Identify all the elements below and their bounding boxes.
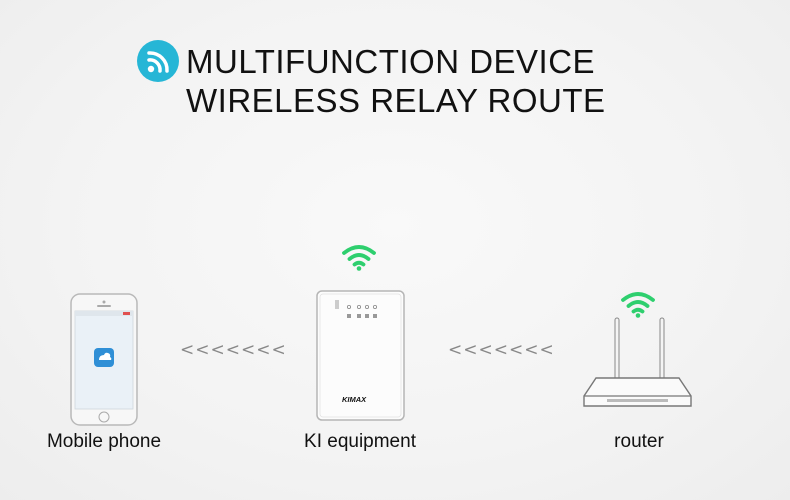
router-icon: [583, 317, 692, 407]
node-label-router: router: [614, 431, 664, 452]
title-line-1: MULTIFUNCTION DEVICE: [186, 43, 596, 80]
wifi-signal-icon: [137, 40, 179, 82]
relay-device-icon: KIMAX: [316, 290, 405, 421]
smartphone-icon: [70, 293, 138, 426]
wifi-icon: [342, 245, 376, 271]
connector-arrows: <<<<<<<: [180, 340, 287, 360]
title-line-2: WIRELESS RELAY ROUTE: [186, 82, 606, 119]
node-label-mobile-phone: Mobile phone: [46, 431, 162, 452]
node-label-ki-equipment: KI equipment: [304, 431, 416, 452]
connector-arrows: <<<<<<<: [448, 340, 555, 360]
wifi-icon: [621, 292, 655, 318]
device-brand-label: KIMAX: [342, 395, 367, 404]
